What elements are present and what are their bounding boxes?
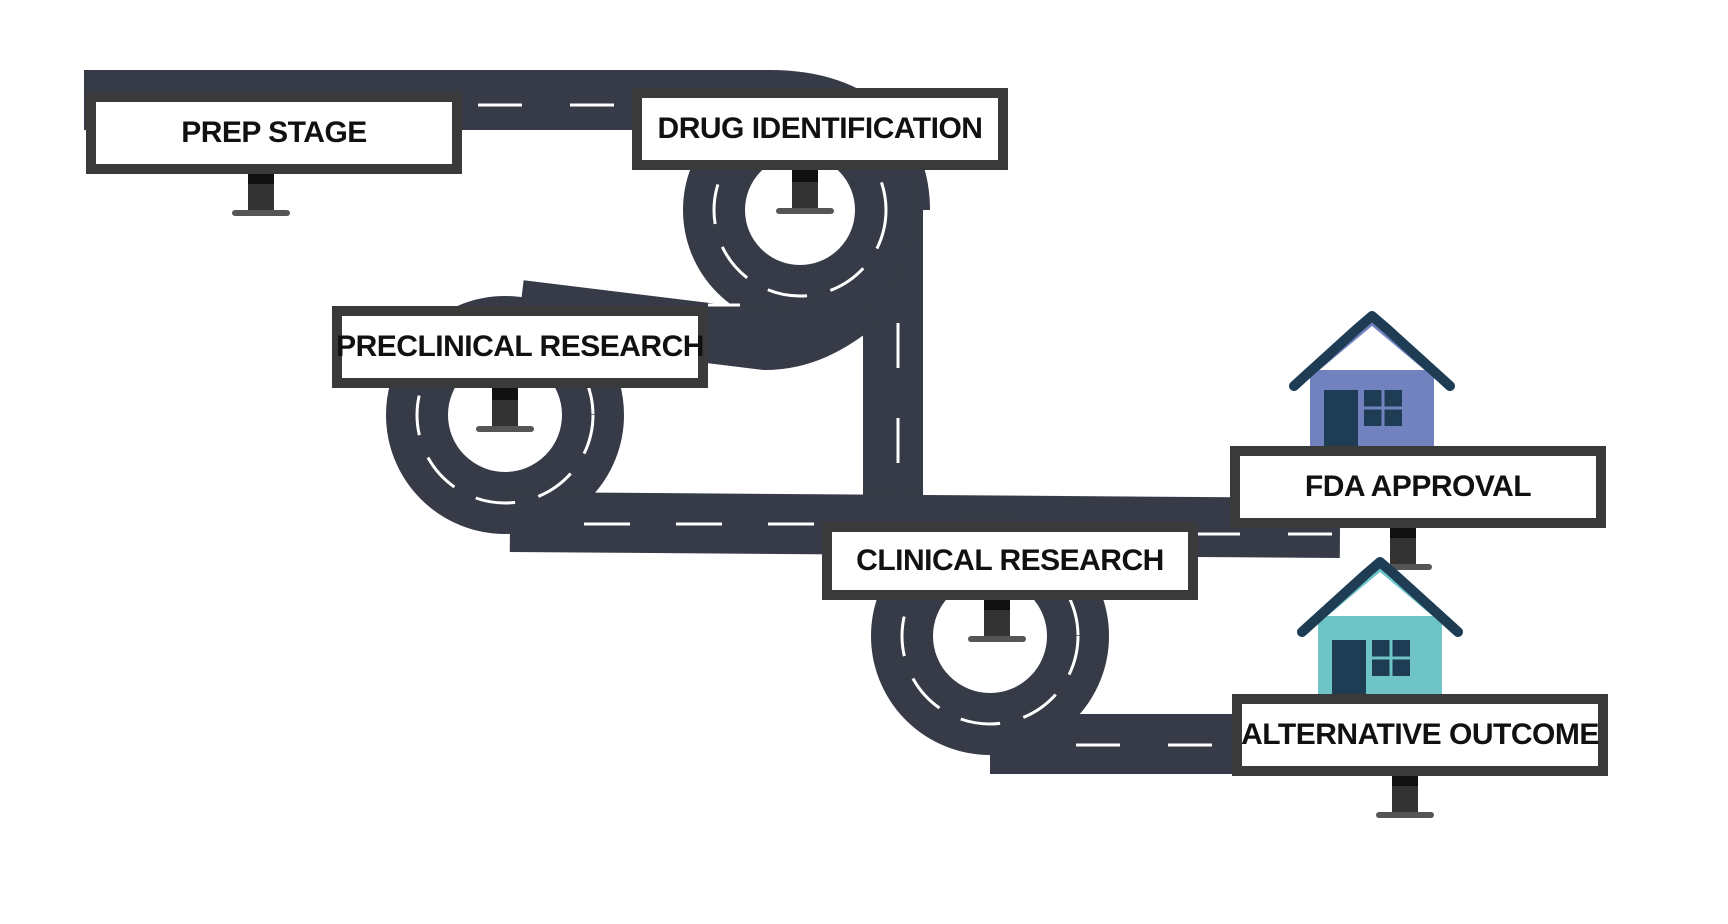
sign-post-clinical: [968, 596, 1026, 642]
road-segment-connector-upper: [516, 276, 880, 370]
sign-alternative-outcome: ALTERNATIVE OUTCOME: [1232, 694, 1608, 776]
sign-preclinical-research: PRECLINICAL RESEARCH: [332, 306, 708, 388]
sign-post-alternative: [1376, 772, 1434, 818]
sign-post-prep: [232, 170, 290, 216]
house-icon: [1297, 557, 1463, 696]
sign-prep-stage: PREP STAGE: [86, 92, 462, 174]
sign-post-preclinical: [476, 386, 534, 432]
sign-fda-approval: FDA APPROVAL: [1230, 446, 1606, 528]
sign-drug-identification: DRUG IDENTIFICATION: [632, 88, 1008, 170]
sign-clinical-research: CLINICAL RESEARCH: [822, 522, 1198, 600]
sign-label: ALTERNATIVE OUTCOME: [1241, 718, 1599, 751]
sign-label: PRECLINICAL RESEARCH: [336, 330, 704, 363]
sign-post-drug-identification: [776, 168, 834, 214]
house-icon: [1289, 311, 1455, 450]
sign-label: PREP STAGE: [181, 116, 367, 149]
sign-label: CLINICAL RESEARCH: [856, 544, 1164, 577]
sign-label: DRUG IDENTIFICATION: [657, 112, 983, 145]
sign-label: FDA APPROVAL: [1304, 470, 1532, 503]
